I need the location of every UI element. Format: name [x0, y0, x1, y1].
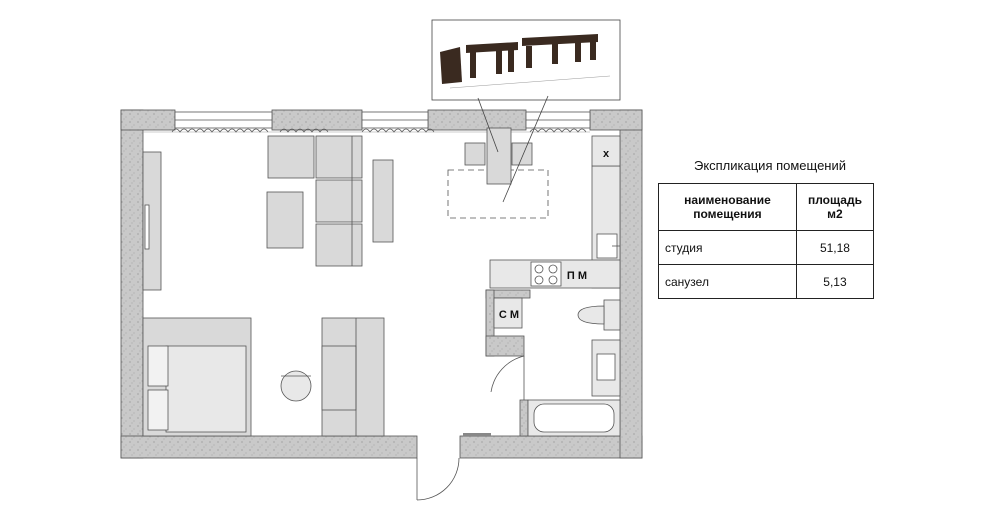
washing-machine	[493, 297, 523, 329]
coffee-table	[266, 191, 304, 249]
column-header-area: площадь м2	[795, 183, 875, 231]
room-name: санузел	[658, 264, 797, 299]
dining-table	[447, 127, 549, 219]
kitchen-cabinets	[489, 165, 621, 289]
room-area: 5,13	[795, 264, 875, 299]
bathtub	[527, 399, 621, 437]
sofa	[267, 135, 363, 267]
bathroom-walls	[485, 289, 531, 437]
radiator	[463, 433, 491, 436]
bathroom-door	[490, 355, 525, 400]
table-row: студия 51,18	[658, 230, 875, 265]
dishwasher-label: П М	[567, 270, 587, 282]
room-name: студия	[658, 230, 797, 265]
wardrobe	[142, 151, 162, 291]
curtains	[143, 128, 590, 133]
bed	[142, 317, 252, 437]
fridge	[591, 135, 621, 167]
column-header-name: наименование помещения	[658, 183, 797, 231]
washer-label: С М	[499, 309, 519, 321]
bench	[321, 317, 385, 437]
fridge-label: х	[603, 148, 610, 160]
tv-console	[372, 159, 394, 243]
explication-title: Экспликация помещений	[693, 158, 847, 173]
table-row: санузел 5,13	[658, 264, 875, 299]
round-table	[280, 370, 312, 402]
table-header-row: наименование помещения площадь м2	[658, 183, 875, 231]
explication-table: наименование помещения площадь м2 студия…	[658, 183, 875, 299]
toilet	[577, 299, 621, 331]
bathroom-sink	[591, 339, 621, 397]
entrance-door	[416, 457, 460, 501]
table-callout	[431, 19, 621, 203]
windows	[174, 111, 591, 129]
room-area: 51,18	[795, 230, 875, 265]
